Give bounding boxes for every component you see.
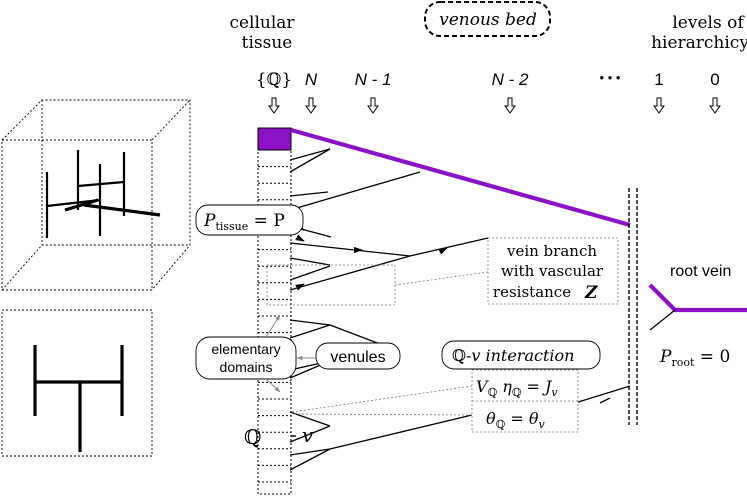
levels-title-line1: levels of	[672, 13, 745, 33]
cellular-tissue-column	[257, 127, 292, 495]
flow-arrow	[295, 283, 305, 291]
p-tissue-equals: = P	[248, 211, 285, 231]
vein-branch-line2: with vascular	[501, 262, 604, 280]
eq1-v-sub: v	[551, 386, 558, 399]
root-vein-label: root vein	[670, 263, 731, 280]
level-label-N-2: N - 2	[492, 70, 529, 89]
cube-illustration	[1, 99, 191, 291]
level-boundary-lines	[628, 188, 638, 425]
flow-arrow	[438, 247, 448, 255]
venous-bed-label: venous bed	[439, 10, 537, 30]
root-junction	[649, 309, 676, 331]
svg-text:Ptissue = P: Ptissue = P	[203, 211, 285, 233]
svg-text:θℚ = θv: θℚ = θv	[486, 409, 545, 431]
vein-branch	[329, 324, 381, 345]
venule-branch	[289, 448, 331, 456]
eq1-rhs: = J	[521, 377, 553, 396]
flow-arrow	[295, 234, 305, 242]
venule-branch	[289, 319, 331, 326]
vein-branch	[329, 414, 473, 450]
cellular-title-line2: tissue	[242, 33, 293, 53]
venule-branch	[289, 191, 329, 197]
level-label-1: 1	[654, 70, 663, 89]
eq2-rhs: = θ	[505, 409, 539, 428]
level-label-N-1: N - 1	[355, 70, 392, 89]
p-root-symbol: P	[659, 347, 672, 367]
svg-text:Vℚ ηℚ = Jv: Vℚ ηℚ = Jv	[476, 377, 558, 399]
cell-q-label: ℚ	[244, 425, 261, 449]
venule-branch	[289, 448, 331, 471]
down-arrow-icon	[504, 97, 516, 114]
venule-branch	[289, 148, 331, 161]
interaction-connectors	[291, 385, 473, 416]
square-illustration	[1, 309, 153, 457]
level-label-0: 0	[710, 70, 719, 89]
vein-branch-callout: vein branch with vascular resistance Z	[487, 237, 619, 305]
interaction-q-symbol: ℚ-	[452, 346, 471, 365]
vein-branch-symbol-z: Z	[584, 283, 598, 303]
level-down-arrows	[268, 97, 721, 114]
down-arrow-icon	[367, 97, 379, 114]
elementary-line1: elementary	[211, 341, 280, 357]
p-root-equals: = 0	[694, 347, 730, 367]
vein-branch	[289, 171, 421, 211]
vein-branch	[289, 255, 411, 291]
svg-text:ℚ-v interaction: ℚ-v interaction	[452, 346, 574, 365]
down-arrow-icon	[709, 97, 721, 114]
interaction-box: ℚ-v interaction	[441, 340, 601, 370]
venules-text: venules	[330, 349, 385, 366]
level-label-cells: {ℚ}	[256, 70, 292, 90]
highlight-cell	[257, 127, 292, 151]
p-tissue-symbol: P	[203, 211, 216, 231]
eq2-q-sub: ℚ	[496, 418, 506, 431]
vein-branch	[289, 242, 411, 257]
venule-branch	[289, 324, 331, 339]
vein-branch	[409, 237, 489, 257]
p-tissue-subscript: tissue	[215, 220, 248, 233]
eq2-v-sub: v	[538, 418, 545, 431]
down-arrow-icon	[305, 97, 317, 114]
vein-branch-line1: vein branch	[506, 242, 597, 260]
venule-branch	[289, 425, 331, 443]
eq1-q-sub: ℚ	[488, 386, 498, 399]
levels-title-line2: hierarchicy	[651, 33, 747, 53]
elementary-domains-label: elementary domains	[195, 314, 297, 393]
interaction-word: interaction	[480, 346, 574, 365]
cellular-title-line1: cellular	[229, 13, 295, 33]
callout-pointer	[394, 271, 489, 286]
interaction-v-symbol: v	[471, 346, 480, 365]
highlight-vein	[290, 127, 631, 228]
down-arrow-icon	[268, 97, 280, 114]
venule-branch	[289, 148, 331, 173]
eq1-q-sub2: ℚ	[512, 386, 522, 399]
eq1-eta: η	[497, 377, 512, 396]
level-label-N: N	[305, 70, 318, 89]
vein-branch-line3: resistance	[493, 283, 571, 301]
level-labels: {ℚ} N N - 1 N - 2 • • • 1 0	[256, 70, 720, 90]
eq1-v: V	[476, 377, 489, 396]
venule-branch	[289, 411, 331, 427]
venous-bed-frame	[424, 1, 551, 37]
vein-branch	[599, 397, 611, 404]
vein-tree	[289, 148, 631, 471]
eq2-theta: θ	[486, 409, 496, 428]
highlight-root-vein	[648, 283, 747, 313]
p-tissue-label: Ptissue = P	[195, 204, 304, 236]
level-label-ellipsis: • • •	[600, 70, 621, 85]
cell-v-label: v	[302, 423, 314, 447]
equations-box: Vℚ ηℚ = Jv θℚ = θv	[471, 369, 579, 433]
venules-label: venules	[296, 342, 401, 370]
venule-branch	[289, 265, 331, 281]
flow-arrow	[295, 223, 305, 231]
header: cellular tissue venous bed levels of hie…	[229, 1, 747, 53]
svg-text:Proot = 0: Proot = 0	[659, 347, 730, 369]
venule-branch	[289, 257, 331, 266]
elementary-line2: domains	[220, 359, 273, 375]
down-arrow-icon	[653, 97, 665, 114]
p-root-subscript: root	[671, 356, 695, 369]
